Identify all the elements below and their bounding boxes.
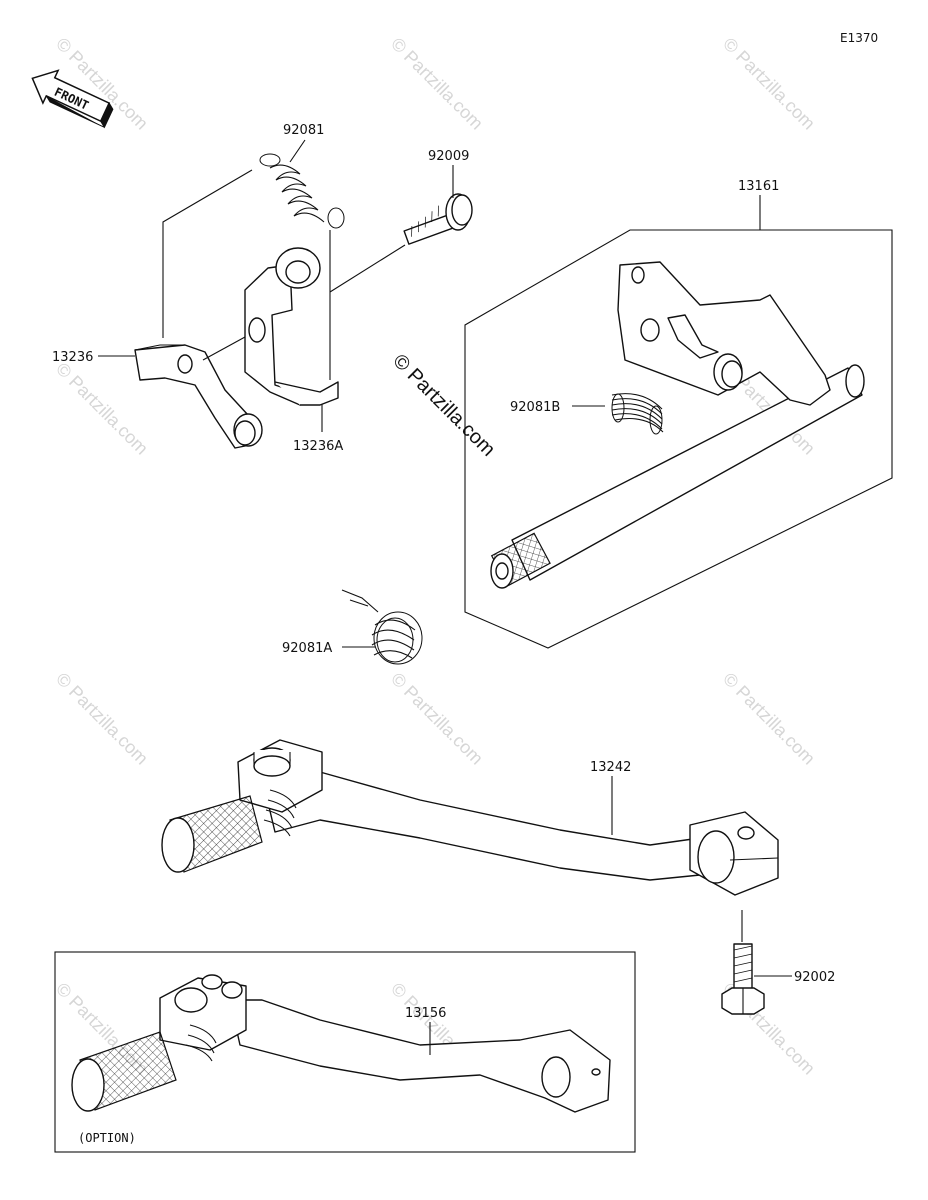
- label-92002: 92002: [794, 970, 835, 985]
- label-92081B: 92081B: [510, 400, 560, 415]
- bolt-92002: [721, 910, 765, 1015]
- bolt-92009: [403, 193, 473, 245]
- watermark: © Partzilla.com: [52, 669, 152, 769]
- option-label: (OPTION): [78, 1131, 136, 1145]
- option-box: [54, 951, 636, 1153]
- watermark: © Partzilla.com: [719, 669, 819, 769]
- arm-13236: [134, 344, 263, 449]
- watermark-group: © Partzilla.com © Partzilla.com © Partzi…: [52, 34, 819, 1079]
- spring-92081B: [611, 393, 664, 435]
- label-13236A: 13236A: [293, 439, 343, 454]
- label-92009: 92009: [428, 149, 469, 164]
- center-watermark: © Partzilla.com: [388, 350, 499, 461]
- label-13236: 13236: [52, 350, 93, 365]
- label-13161: 13161: [738, 179, 779, 194]
- watermark: © Partzilla.com: [719, 34, 819, 134]
- watermark: © Partzilla.com: [52, 359, 152, 459]
- watermark: © Partzilla.com: [387, 34, 487, 134]
- label-92081: 92081: [283, 123, 324, 138]
- label-92081A: 92081A: [282, 641, 332, 656]
- spring-92081: [259, 153, 345, 229]
- gear-pedal-13156: [71, 974, 611, 1113]
- plate-13236A: [244, 247, 339, 406]
- gear-pedal-13242: [161, 739, 779, 896]
- shift-shaft-13161: [490, 261, 865, 589]
- diagram-id: E1370: [840, 31, 878, 45]
- watermark: © Partzilla.com: [387, 669, 487, 769]
- shaft-group-outline: [464, 229, 893, 649]
- spring-92081A: [341, 589, 423, 665]
- label-13156: 13156: [405, 1006, 446, 1021]
- label-13242: 13242: [590, 760, 631, 775]
